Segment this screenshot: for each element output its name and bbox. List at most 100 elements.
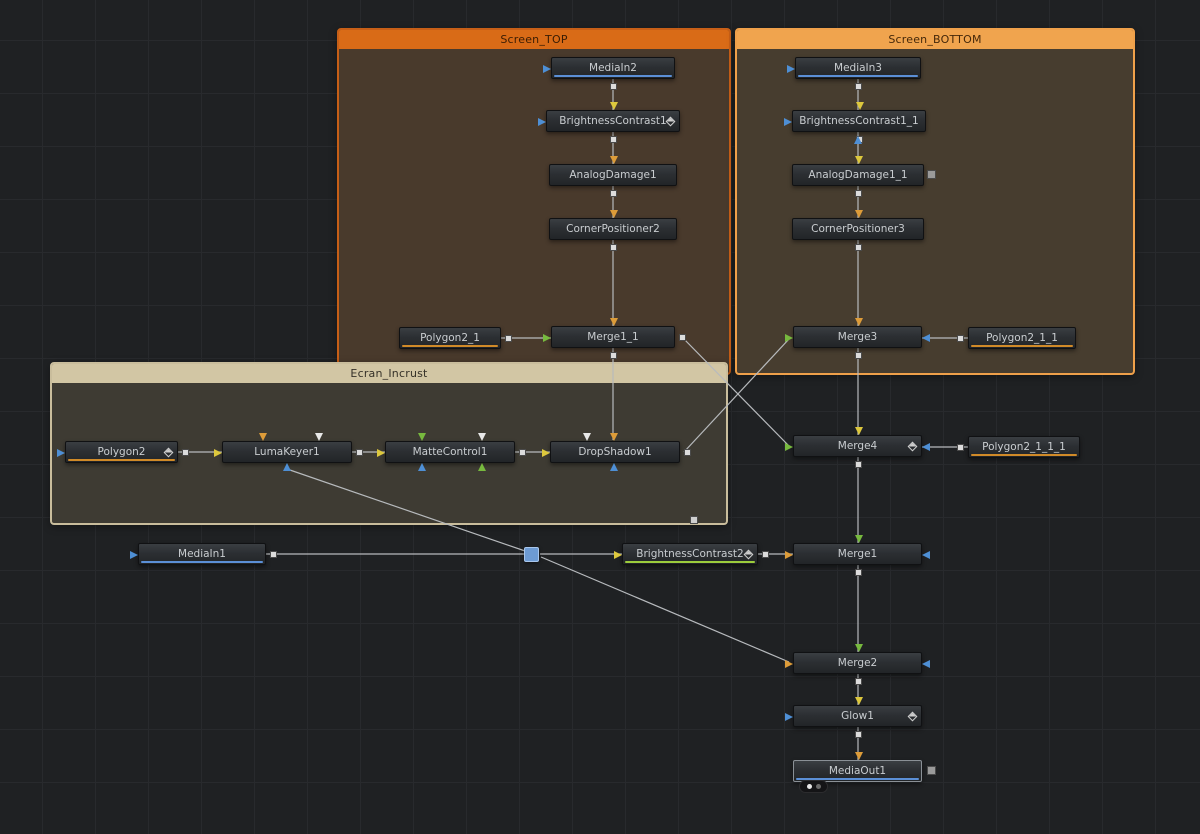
node-merge4[interactable]: Merge4 (785, 427, 930, 468)
node-merge1_1[interactable]: Merge1_1 (543, 318, 686, 359)
output-port[interactable] (679, 334, 686, 341)
output-port[interactable] (855, 190, 862, 197)
output-port[interactable] (854, 569, 862, 576)
input-port[interactable] (478, 433, 486, 441)
node-polygon2_1[interactable]: Polygon2_1 (399, 327, 512, 349)
wire[interactable] (683, 338, 790, 453)
input-port[interactable] (854, 644, 863, 652)
input-port[interactable] (922, 443, 930, 451)
node-mattecontrol1[interactable]: MatteControl1 (377, 433, 526, 471)
input-port[interactable] (787, 65, 795, 73)
input-port[interactable] (610, 318, 618, 326)
unconnected-port[interactable] (927, 766, 936, 775)
input-port[interactable] (315, 433, 323, 441)
node-mediain3[interactable]: MediaIn3 (787, 57, 921, 90)
output-port[interactable] (182, 449, 189, 456)
node-mediaout1[interactable]: MediaOut1 (793, 752, 922, 782)
input-port[interactable] (854, 697, 863, 705)
output-port[interactable] (854, 678, 862, 685)
output-port[interactable] (854, 352, 862, 359)
output-port[interactable] (519, 449, 526, 456)
input-port[interactable] (614, 551, 622, 559)
input-port[interactable] (543, 65, 551, 73)
output-port[interactable] (610, 244, 617, 251)
input-port[interactable] (856, 102, 864, 110)
node-merge2[interactable]: Merge2 (785, 644, 930, 685)
node-brightnesscontrast1[interactable]: BrightnessContrast1 (538, 102, 680, 143)
input-port[interactable] (785, 713, 793, 721)
input-port[interactable] (542, 449, 550, 457)
output-port[interactable] (356, 449, 363, 456)
node-mediain1[interactable]: MediaIn1 (130, 543, 277, 565)
unconnected-port[interactable] (854, 136, 862, 144)
input-port[interactable] (610, 210, 618, 218)
output-port[interactable] (270, 551, 277, 558)
input-port[interactable] (538, 118, 546, 126)
input-port[interactable] (610, 102, 618, 110)
input-port[interactable] (610, 156, 618, 164)
node-analogdamage1[interactable]: AnalogDamage1 (549, 156, 677, 197)
node-status-dots[interactable] (799, 780, 828, 793)
node-merge1[interactable]: Merge1 (785, 535, 930, 576)
input-port[interactable] (855, 210, 863, 218)
output-port[interactable] (610, 136, 617, 143)
node-mediain2[interactable]: MediaIn2 (543, 57, 675, 90)
node-analogdamage1_1[interactable]: AnalogDamage1_1 (792, 156, 924, 197)
input-port[interactable] (854, 752, 863, 760)
group-screen-bottom[interactable]: Screen_BOTTOM (735, 28, 1135, 375)
output-port[interactable] (957, 444, 964, 451)
node-polygon2_1_1[interactable]: Polygon2_1_1 (957, 327, 1076, 349)
input-port[interactable] (214, 449, 222, 457)
input-port[interactable] (377, 449, 385, 457)
input-port[interactable] (785, 334, 793, 342)
output-port[interactable] (610, 190, 617, 197)
input-port[interactable] (283, 463, 291, 471)
pipe-router-node[interactable] (524, 547, 539, 562)
node-polygon2[interactable]: Polygon2 (57, 441, 189, 463)
output-port[interactable] (610, 352, 617, 359)
node-lumakeyer1[interactable]: LumaKeyer1 (214, 433, 363, 471)
node-brightnesscontrast2[interactable]: BrightnessContrast2 (614, 543, 769, 565)
input-port[interactable] (610, 433, 618, 441)
node-dropshadow1[interactable]: DropShadow1 (542, 433, 691, 471)
input-port[interactable] (583, 433, 591, 441)
node-cornerpositioner3[interactable]: CornerPositioner3 (792, 210, 924, 251)
input-port[interactable] (922, 660, 930, 668)
input-port[interactable] (854, 318, 863, 326)
unconnected-port[interactable] (690, 516, 698, 524)
node-polygon2_1_1_1[interactable]: Polygon2_1_1_1 (957, 436, 1080, 458)
input-port[interactable] (130, 551, 138, 559)
input-port[interactable] (418, 463, 426, 471)
unconnected-port[interactable] (927, 170, 936, 179)
input-port[interactable] (922, 334, 930, 342)
input-port[interactable] (922, 551, 930, 559)
output-port[interactable] (762, 551, 769, 558)
input-port[interactable] (785, 443, 793, 451)
node-merge3[interactable]: Merge3 (785, 318, 930, 359)
input-port[interactable] (259, 433, 267, 441)
group-screen-top[interactable]: Screen_TOP (337, 28, 731, 375)
wire[interactable] (286, 468, 529, 553)
output-port[interactable] (855, 83, 862, 90)
node-glow1[interactable]: Glow1 (785, 697, 922, 738)
input-port[interactable] (785, 551, 793, 559)
output-port[interactable] (610, 83, 617, 90)
output-port[interactable] (957, 335, 964, 342)
input-port[interactable] (854, 535, 863, 543)
output-port[interactable] (854, 461, 862, 468)
input-port[interactable] (543, 334, 551, 342)
output-port[interactable] (854, 731, 862, 738)
input-port[interactable] (610, 463, 618, 471)
input-port[interactable] (57, 449, 65, 457)
input-port[interactable] (478, 463, 486, 471)
node-cornerpositioner2[interactable]: CornerPositioner2 (549, 210, 677, 251)
node-brightnesscontrast1_1[interactable]: BrightnessContrast1_1 (784, 102, 926, 143)
input-port[interactable] (785, 660, 793, 668)
output-port[interactable] (684, 449, 691, 456)
input-port[interactable] (784, 118, 792, 126)
wire[interactable] (681, 336, 790, 447)
output-port[interactable] (855, 244, 862, 251)
input-port[interactable] (854, 427, 863, 435)
output-port[interactable] (505, 335, 512, 342)
